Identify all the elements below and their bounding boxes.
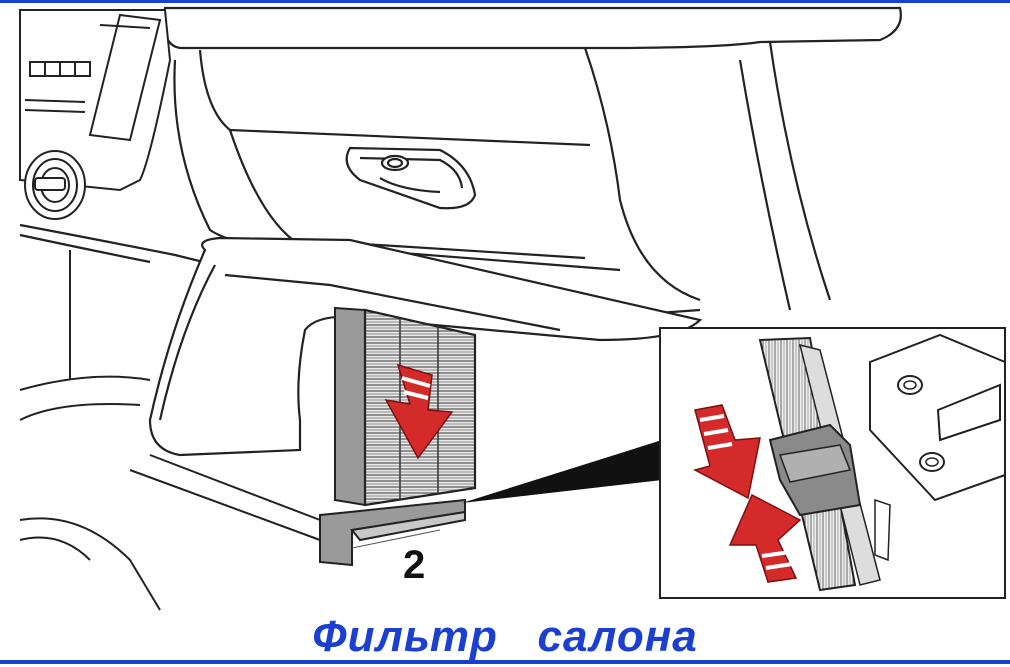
filter-cover [319, 498, 466, 567]
floor-lines [19, 250, 321, 611]
dashboard-top [162, 6, 902, 311]
air-vent [24, 150, 86, 220]
lower-trim-panel [148, 236, 703, 457]
step-number-label: 2 [403, 543, 426, 587]
top-blue-rule [0, 0, 1010, 3]
glove-box [198, 49, 621, 272]
pinch-arrows-icon [692, 404, 802, 583]
caption-title: Фильтр салона [0, 612, 1010, 662]
callout-pointer [462, 440, 662, 503]
instrument-cluster [19, 9, 172, 192]
caption-text: Фильтр салона [312, 612, 698, 661]
bottom-blue-rule [0, 660, 1010, 664]
down-arrow-icon [384, 363, 454, 460]
